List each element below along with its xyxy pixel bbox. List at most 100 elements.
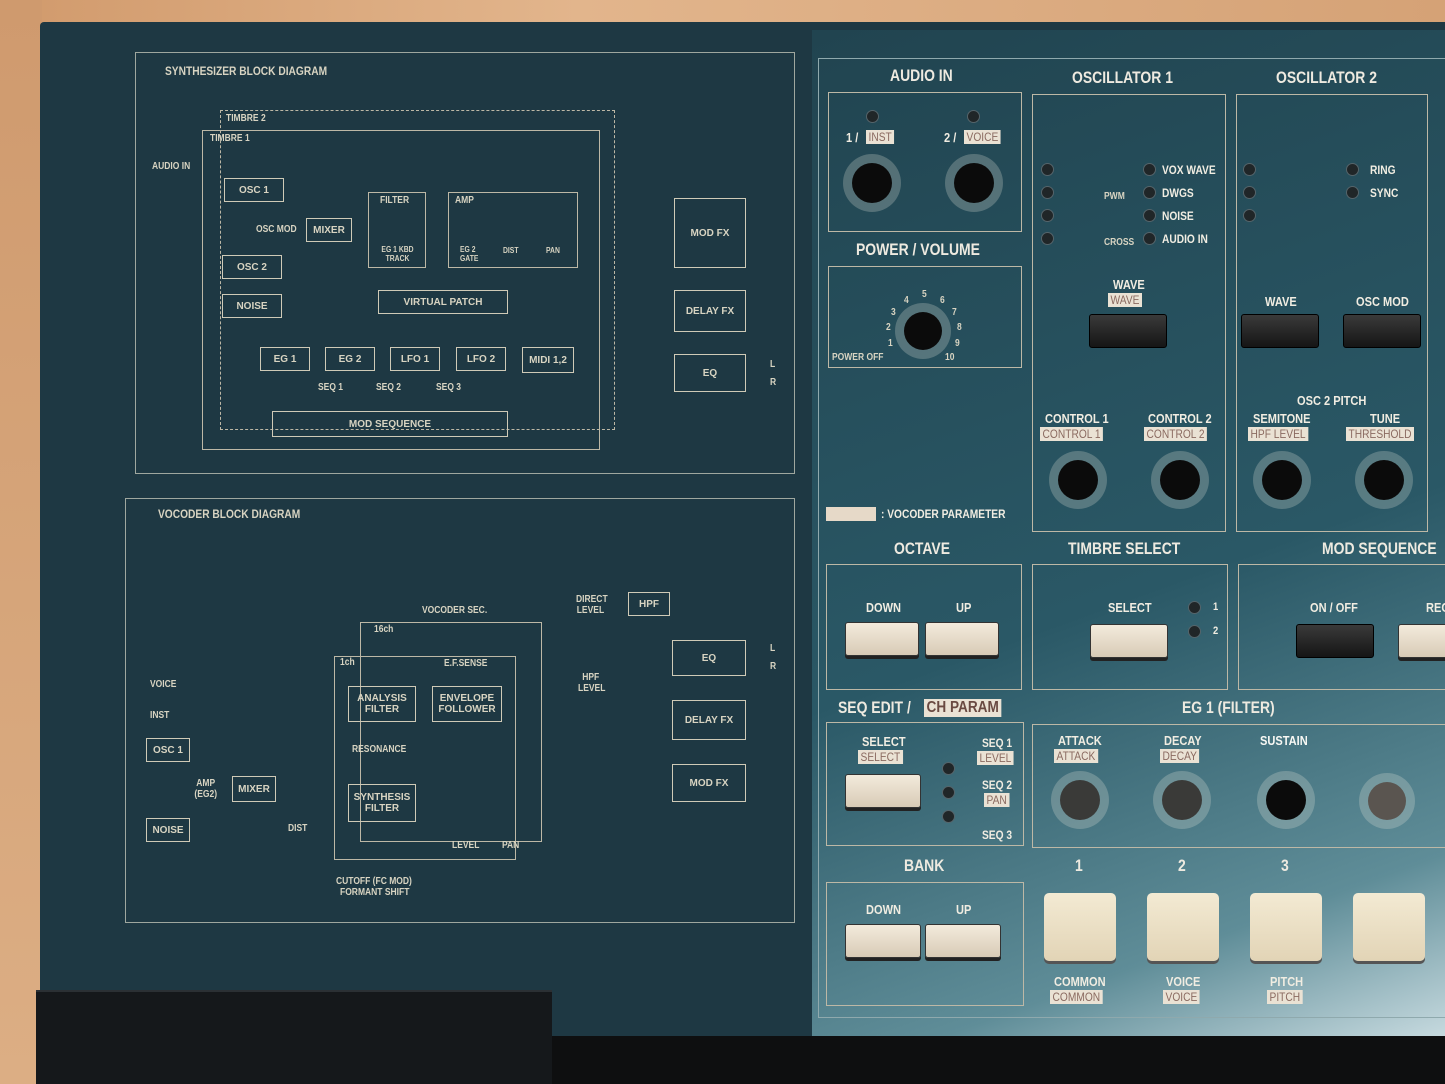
mod-seq-rec-button[interactable] xyxy=(1398,624,1445,658)
noise-label: NOISE xyxy=(1162,209,1194,223)
hpf-block: HPF xyxy=(628,592,670,616)
formant-label: FORMANT SHIFT xyxy=(340,887,410,898)
program-1-button[interactable] xyxy=(1044,893,1116,961)
bank-up-button[interactable] xyxy=(925,924,1001,958)
timbre-select-label: SELECT xyxy=(1108,600,1152,615)
lfo2-block: LFO 2 xyxy=(456,347,506,371)
inst-tag: INST xyxy=(866,130,895,144)
seq1-label: SEQ 1 xyxy=(982,736,1013,750)
volume-scale-4: 4 xyxy=(904,295,909,306)
pitch-label: PITCH xyxy=(1270,974,1304,989)
decay-label: DECAY xyxy=(1164,733,1202,748)
osc-mod-button[interactable] xyxy=(1343,314,1421,348)
out-l-label: L xyxy=(770,643,776,654)
octave-down-button[interactable] xyxy=(845,622,919,656)
timbre1-led xyxy=(1188,601,1201,614)
volume-scale-7: 7 xyxy=(952,307,957,318)
filter-block xyxy=(368,192,426,268)
audio-in-led xyxy=(1143,232,1156,245)
program-2-button[interactable] xyxy=(1147,893,1219,961)
input2-level-knob[interactable] xyxy=(954,163,994,203)
osc1-wave-button[interactable] xyxy=(1089,314,1167,348)
voice-tag: VOICE xyxy=(1163,990,1200,1004)
audio-in-label: AUDIO IN xyxy=(1162,232,1208,246)
timbre1-box xyxy=(202,130,600,450)
seq2-label: SEQ 2 xyxy=(982,778,1013,792)
seq-edit-title: SEQ EDIT / xyxy=(838,698,911,717)
seq-select-label: SELECT xyxy=(862,734,906,749)
timbre2-label: TIMBRE 2 xyxy=(226,113,266,124)
osc2-section xyxy=(1236,94,1428,532)
seq-select-tag: SELECT xyxy=(858,750,903,764)
mod-sequence-section xyxy=(1238,564,1445,690)
osc1-sine-led xyxy=(1041,232,1054,245)
pan-tag: PAN xyxy=(984,793,1010,807)
voice-label: VOICE xyxy=(150,679,177,690)
release-knob[interactable] xyxy=(1368,782,1406,820)
power-off-label: POWER OFF xyxy=(832,352,884,363)
tune-knob[interactable] xyxy=(1364,460,1404,500)
lfo1-block: LFO 1 xyxy=(390,347,440,371)
control2-knob[interactable] xyxy=(1160,460,1200,500)
mixer-block: MIXER xyxy=(306,218,352,242)
bank-section xyxy=(826,882,1024,1006)
power-volume-section xyxy=(828,266,1022,368)
eq-block: EQ xyxy=(672,640,746,676)
osc1-title: OSCILLATOR 1 xyxy=(1072,68,1173,87)
timbre-select-button[interactable] xyxy=(1090,624,1168,658)
mod-seq-on-off-button[interactable] xyxy=(1296,624,1374,658)
delay-fx-block: DELAY FX xyxy=(672,700,746,740)
pitch-tag: PITCH xyxy=(1267,990,1303,1004)
semitone-knob[interactable] xyxy=(1262,460,1302,500)
out-l-label: L xyxy=(770,359,776,370)
osc2-pitch-label: OSC 2 PITCH xyxy=(1297,393,1367,408)
osc1-block: OSC 1 xyxy=(146,738,190,762)
program-2-number: 2 xyxy=(1178,856,1186,875)
vocoder-diagram-title: VOCODER BLOCK DIAGRAM xyxy=(158,507,301,521)
audio-in-section xyxy=(828,92,1022,232)
sustain-label: SUSTAIN xyxy=(1260,733,1308,748)
octave-section xyxy=(826,564,1022,690)
bank-down-button[interactable] xyxy=(845,924,921,958)
noise-block: NOISE xyxy=(146,818,190,842)
virtual-patch-block: VIRTUAL PATCH xyxy=(378,290,508,314)
hpf-level-tag: HPF LEVEL xyxy=(1248,427,1309,441)
mod-sequence-title: MOD SEQUENCE xyxy=(1322,539,1437,558)
input1-label: 1 / xyxy=(846,130,859,145)
analysis-filter-block: ANALYSIS FILTER xyxy=(348,686,416,722)
osc2-square-led xyxy=(1243,186,1256,199)
timbre2-led xyxy=(1188,625,1201,638)
program-4-button[interactable] xyxy=(1353,893,1425,961)
seq3-led xyxy=(942,810,955,823)
octave-up-button[interactable] xyxy=(925,622,999,656)
seq-select-button[interactable] xyxy=(845,774,921,808)
osc1-wave-tag: WAVE xyxy=(1108,293,1143,307)
voice-label: VOICE xyxy=(1166,974,1201,989)
octave-title: OCTAVE xyxy=(894,539,951,558)
dist-label: DIST xyxy=(503,246,519,255)
power-volume-knob[interactable] xyxy=(904,312,942,350)
mod-seq-on-off-label: ON / OFF xyxy=(1310,600,1358,615)
program-3-button[interactable] xyxy=(1250,893,1322,961)
audio-in-title: AUDIO IN xyxy=(890,66,953,85)
osc2-wave-button[interactable] xyxy=(1241,314,1319,348)
dwgs-led xyxy=(1143,186,1156,199)
osc-mod-label: OSC MOD xyxy=(256,224,297,235)
volume-scale-8: 8 xyxy=(957,322,962,333)
control1-knob[interactable] xyxy=(1058,460,1098,500)
seq2-led xyxy=(942,786,955,799)
osc1-section xyxy=(1032,94,1226,532)
filter-label: FILTER xyxy=(380,195,410,206)
pan-label: PAN xyxy=(502,840,520,851)
attack-knob[interactable] xyxy=(1060,780,1100,820)
mod-fx-block: MOD FX xyxy=(672,764,746,802)
common-label: COMMON xyxy=(1054,974,1106,989)
decay-knob[interactable] xyxy=(1162,780,1202,820)
input1-level-knob[interactable] xyxy=(852,163,892,203)
timbre-select-section xyxy=(1032,564,1228,690)
volume-scale-6: 6 xyxy=(940,295,945,306)
sustain-knob[interactable] xyxy=(1266,780,1306,820)
vocoder-sec-label: VOCODER SEC. xyxy=(422,605,488,616)
timbre1-label: 1 xyxy=(1213,601,1219,613)
volume-scale-5: 5 xyxy=(922,289,927,300)
